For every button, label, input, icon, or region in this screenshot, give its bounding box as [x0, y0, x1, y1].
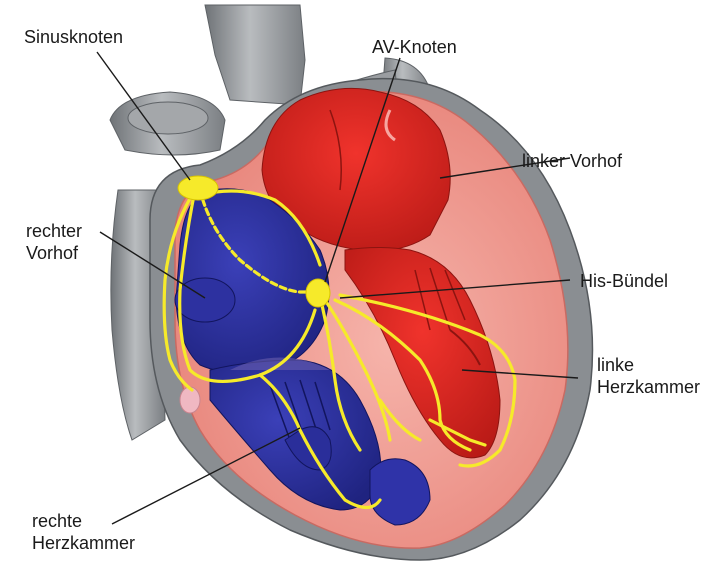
label-linker-vorhof-text: linker Vorhof — [522, 150, 622, 172]
label-rechter-vorhof-line1: rechter — [26, 220, 82, 242]
label-av-knoten: AV-Knoten — [372, 36, 457, 58]
label-his-buendel: His-Bündel — [580, 270, 668, 292]
right-auricle — [180, 387, 200, 413]
label-rechte-herzkammer: rechte Herzkammer — [32, 510, 135, 554]
label-linke-herzkammer-line1: linke — [597, 354, 700, 376]
label-his-buendel-text: His-Bündel — [580, 270, 668, 292]
label-linke-herzkammer: linke Herzkammer — [597, 354, 700, 398]
label-rechter-vorhof-line2: Vorhof — [26, 242, 82, 264]
label-sinusknoten: Sinusknoten — [24, 26, 123, 48]
av-node — [306, 279, 330, 307]
label-linke-herzkammer-line2: Herzkammer — [597, 376, 700, 398]
sinus-node — [178, 176, 218, 200]
label-rechte-herzkammer-line2: Herzkammer — [32, 532, 135, 554]
label-rechter-vorhof: rechter Vorhof — [26, 220, 82, 264]
label-rechte-herzkammer-line1: rechte — [32, 510, 135, 532]
label-linker-vorhof: linker Vorhof — [522, 150, 622, 172]
label-sinusknoten-text: Sinusknoten — [24, 26, 123, 48]
label-av-knoten-text: AV-Knoten — [372, 36, 457, 58]
